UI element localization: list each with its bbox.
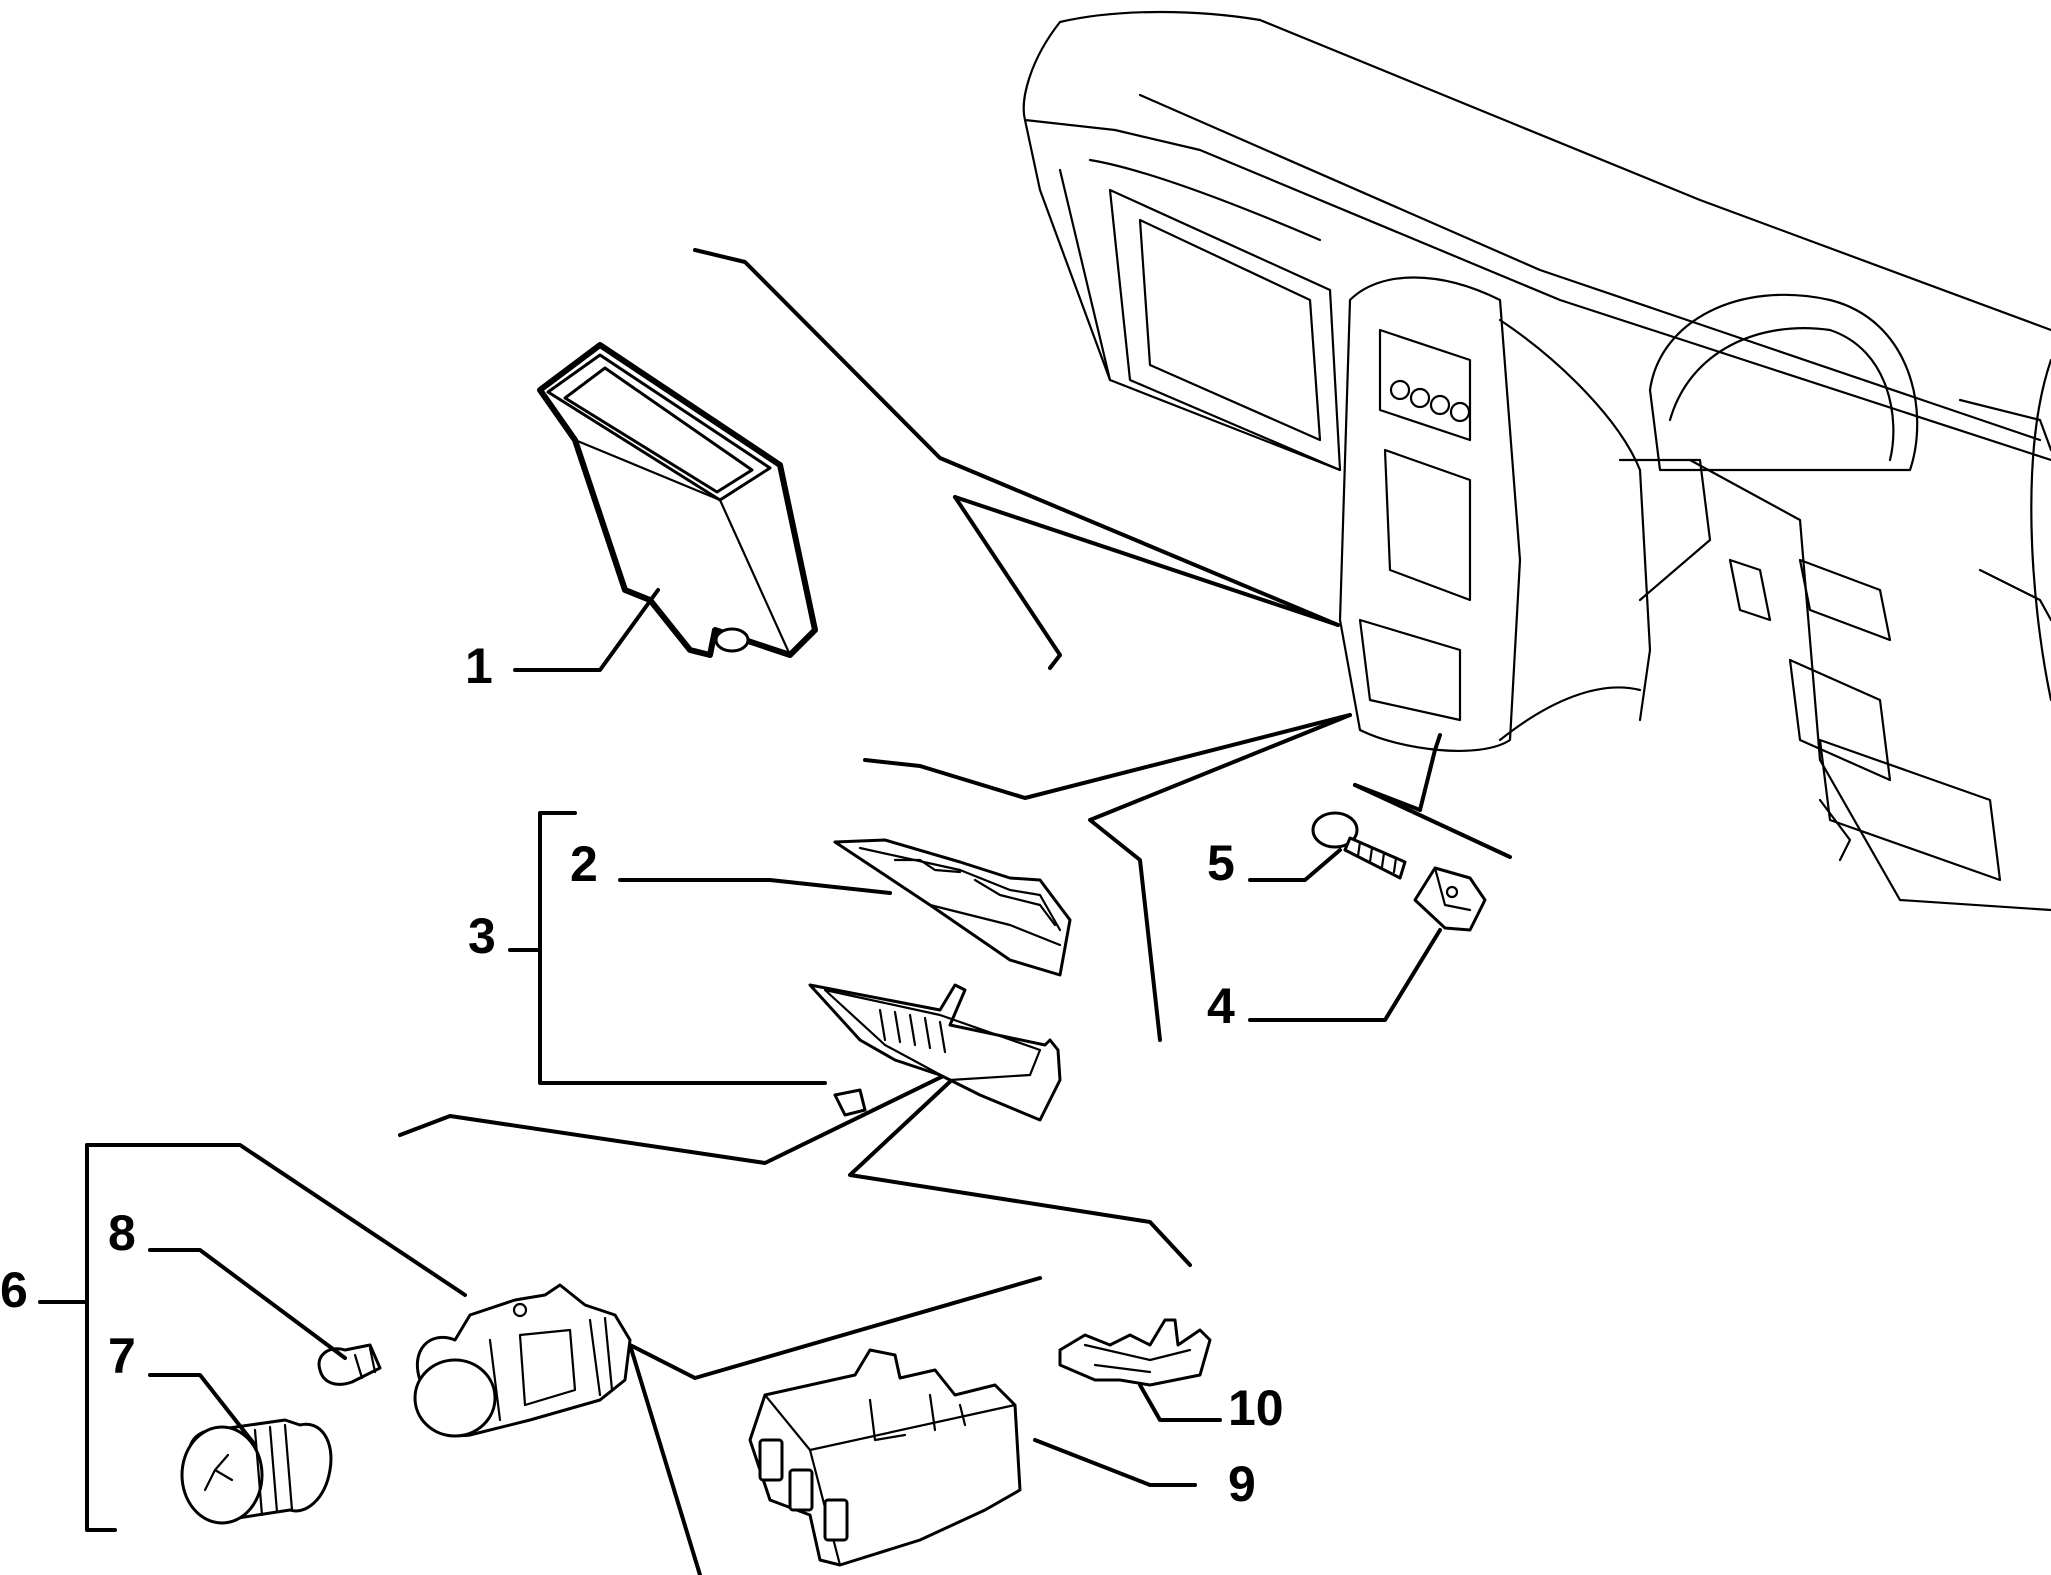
part-8-bulb <box>317 1343 382 1386</box>
part-7-lighter <box>180 1418 333 1525</box>
part-10-terminal <box>1058 1318 1212 1387</box>
label-10: 10 <box>1228 1380 1284 1436</box>
part-6-lighter-socket <box>413 1283 632 1438</box>
label-3: 3 <box>468 908 496 964</box>
part-5-screw <box>1311 811 1407 880</box>
part-9-connector-block <box>748 1348 1022 1567</box>
part-1-storage-pocket <box>537 342 818 658</box>
label-6: 6 <box>0 1262 28 1318</box>
label-1: 1 <box>465 638 493 694</box>
callout-labels: 1 2 3 4 5 6 7 8 9 10 <box>0 638 1284 1512</box>
label-7: 7 <box>108 1328 136 1384</box>
label-leaders <box>38 588 1442 1487</box>
leader-lines <box>398 248 1512 1575</box>
label-8: 8 <box>108 1205 136 1261</box>
part-2-bracket <box>833 838 1072 977</box>
part-3-housing <box>808 983 1062 1122</box>
label-5: 5 <box>1207 835 1235 891</box>
label-9: 9 <box>1228 1456 1256 1512</box>
label-4: 4 <box>1207 978 1235 1034</box>
part-4-clip-nut <box>1413 866 1487 932</box>
label-2: 2 <box>570 836 598 892</box>
dashboard-assembly <box>1022 10 2051 912</box>
